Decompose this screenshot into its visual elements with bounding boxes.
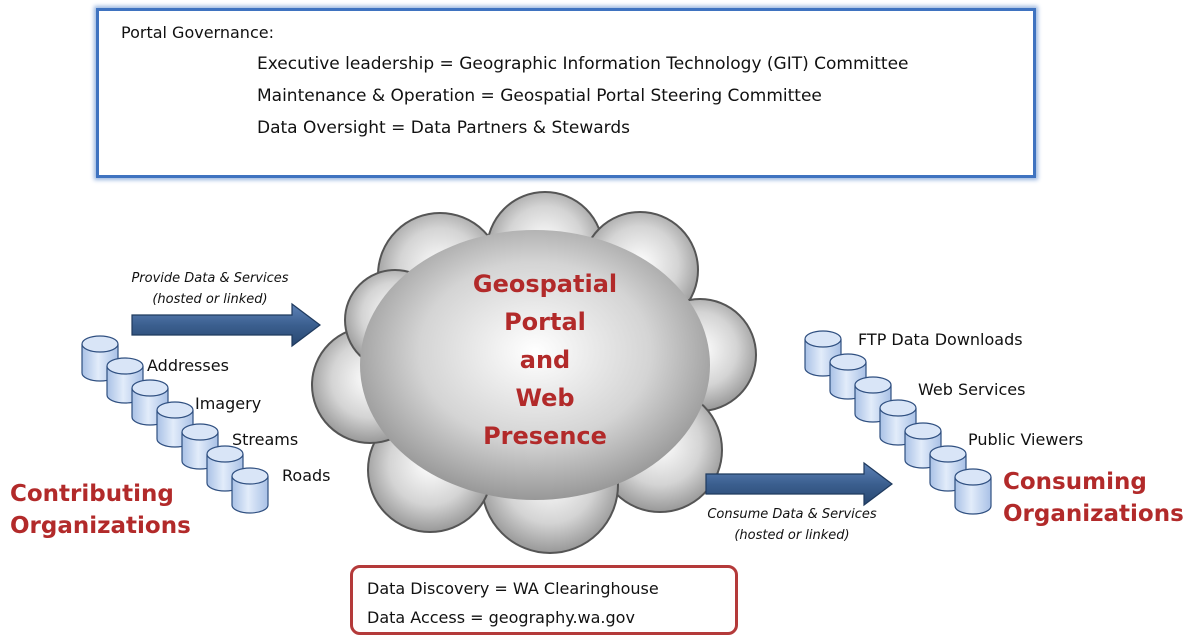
consume-arrow — [705, 461, 893, 507]
dataset-imagery: Imagery — [195, 394, 262, 413]
governance-maintenance: Maintenance & Operation = Geospatial Por… — [257, 86, 822, 106]
contributing-line2: Organizations — [10, 513, 191, 539]
output-ftp: FTP Data Downloads — [858, 330, 1023, 349]
cloud-line-presence: Presence — [483, 422, 607, 450]
contributing-line1: Contributing — [10, 481, 174, 507]
provide-label-line1: Provide Data & Services — [131, 271, 289, 286]
provide-label-line2: (hosted or linked) — [152, 292, 268, 307]
cloud-line-geospatial: Geospatial — [472, 270, 618, 298]
consume-label-line2: (hosted or linked) — [734, 528, 850, 543]
contributing-organizations-label: Contributing Organizations — [10, 478, 191, 542]
consuming-line1: Consuming — [1003, 469, 1147, 495]
governance-title: Portal Governance: — [121, 23, 274, 42]
consuming-line2: Organizations — [1003, 501, 1184, 527]
data-access: Data Access = geography.wa.gov — [367, 608, 635, 627]
output-web-services: Web Services — [918, 380, 1026, 399]
consume-label-line1: Consume Data & Services — [707, 507, 877, 522]
output-public-viewers: Public Viewers — [968, 430, 1084, 449]
cloud-line-portal: Portal — [504, 308, 586, 336]
provide-arrow — [131, 302, 321, 348]
cloud-label: Geospatial Portal and Web Presence — [420, 265, 670, 455]
provide-label: Provide Data & Services (hosted or linke… — [100, 268, 320, 310]
cloud-shape — [311, 191, 757, 554]
consume-label: Consume Data & Services (hosted or linke… — [672, 504, 912, 546]
governance-executive: Executive leadership = Geographic Inform… — [257, 54, 909, 74]
dataset-streams: Streams — [232, 430, 299, 449]
governance-oversight: Data Oversight = Data Partners & Steward… — [257, 118, 631, 138]
cloud-line-web: Web — [515, 384, 575, 412]
consuming-organizations-label: Consuming Organizations — [1003, 466, 1184, 530]
dataset-roads: Roads — [282, 466, 331, 485]
access-box: Data Discovery = WA Clearinghouse Data A… — [350, 565, 738, 635]
data-discovery: Data Discovery = WA Clearinghouse — [367, 579, 659, 598]
dataset-addresses: Addresses — [147, 356, 229, 375]
governance-box: Portal Governance: Executive leadership … — [96, 8, 1036, 178]
cloud-line-and: and — [519, 346, 571, 374]
